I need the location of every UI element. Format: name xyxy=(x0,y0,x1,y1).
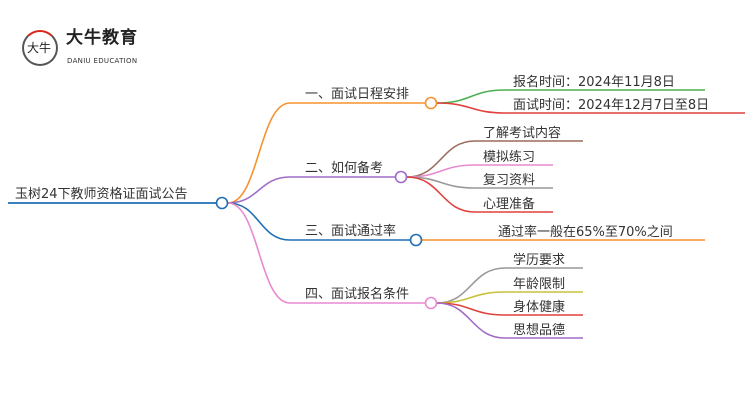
logo-mark-text: 大牛 xyxy=(27,41,52,55)
branch-collapse-toggle[interactable] xyxy=(424,296,438,310)
leaf-connector xyxy=(436,302,506,339)
logo-mark-icon: 大牛 xyxy=(22,30,58,66)
leaf-connector xyxy=(436,102,506,114)
logo-name: 大牛教育 xyxy=(66,28,138,48)
leaf-node-label[interactable]: 年龄限制 xyxy=(513,277,565,292)
leaf-connector xyxy=(436,89,506,104)
branch-collapse-toggle[interactable] xyxy=(424,96,438,110)
root-collapse-toggle[interactable] xyxy=(215,196,229,210)
leaf-node-label[interactable]: 身体健康 xyxy=(513,299,565,315)
branch-node-label[interactable]: 四、面试报名条件 xyxy=(305,286,409,302)
branch-node-label[interactable]: 一、面试日程安排 xyxy=(305,87,409,102)
leaf-node-label[interactable]: 复习资料 xyxy=(483,173,535,188)
leaf-node-label[interactable]: 学历要求 xyxy=(513,252,565,268)
branch-node-label[interactable]: 二、如何备考 xyxy=(305,160,383,176)
leaf-node-label[interactable]: 模拟练习 xyxy=(483,150,535,165)
leaf-node-label[interactable]: 心理准备 xyxy=(483,196,535,212)
root-node-label[interactable]: 玉树24下教师资格证面试公告 xyxy=(15,186,188,202)
logo-subtitle: DANIU EDUCATION xyxy=(67,57,138,65)
branch-node-label[interactable]: 三、面试通过率 xyxy=(305,223,396,239)
leaf-node-label[interactable]: 思想品德 xyxy=(513,322,565,338)
branch-connector xyxy=(227,102,291,204)
leaf-connector xyxy=(406,140,476,178)
leaf-connector xyxy=(406,176,476,213)
leaf-node-label[interactable]: 面试时间：2024年12月7日至8日 xyxy=(513,98,709,113)
branch-collapse-toggle[interactable] xyxy=(409,233,423,247)
logo: 大牛 大牛教育 DANIU EDUCATION xyxy=(20,26,200,74)
branch-collapse-toggle[interactable] xyxy=(394,170,408,184)
branch-connector xyxy=(227,202,291,241)
branch-connector xyxy=(227,202,291,304)
branch-connector xyxy=(227,176,291,204)
leaf-connector xyxy=(436,267,506,304)
leaf-node-label[interactable]: 通过率一般在65%至70%之间 xyxy=(498,224,673,240)
leaf-node-label[interactable]: 报名时间：2024年11月8日 xyxy=(513,74,675,90)
leaf-node-label[interactable]: 了解考试内容 xyxy=(483,125,561,141)
